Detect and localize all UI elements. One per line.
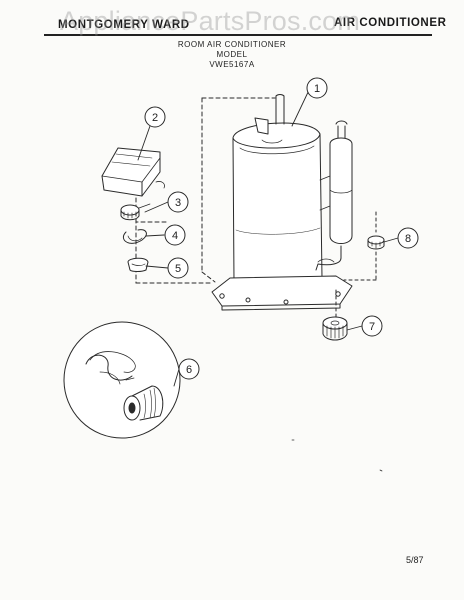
subtitle-line-2: MODEL [216,50,248,59]
page-number: 5/87 [406,555,424,565]
category-header: AIR CONDITIONER [334,17,447,29]
svg-text:2: 2 [152,112,158,124]
sleeve-bracket [343,211,377,281]
terminal-cover-part [101,147,165,197]
callout-2: 2 [144,106,166,128]
callout-6: 6 [178,358,200,380]
subtitle-line-3: VWE5167A [209,60,255,69]
detail-view-circle [63,321,181,439]
mounting-grommet-part [322,316,348,341]
watermark-text: AppliancePartsPros.com [60,6,361,36]
brand-header: MONTGOMERY WARD [58,19,190,31]
overload-protector-part [120,203,151,221]
callout-7: 7 [361,315,383,337]
svg-text:4: 4 [172,230,178,242]
compressor-part [211,94,353,311]
subtitle-line-1: ROOM AIR CONDITIONER [177,40,287,49]
svg-text:5: 5 [175,263,181,275]
grommet-part [127,257,149,272]
leader-lines [137,87,399,387]
clip-part [122,229,147,244]
callout-1: 1 [306,77,328,99]
svg-text:3: 3 [175,197,181,209]
svg-text:6: 6 [186,364,192,376]
callout-3: 3 [167,191,189,213]
svg-text:8: 8 [405,233,411,245]
compressor-group-bracket [201,97,276,283]
svg-text:1: 1 [314,83,320,95]
sleeve-part [367,235,385,250]
header-rule [44,34,432,36]
callout-4: 4 [164,224,186,246]
scan-specks [291,439,383,472]
callout-8: 8 [397,227,419,249]
svg-text:7: 7 [369,321,375,333]
callout-5: 5 [167,257,189,279]
